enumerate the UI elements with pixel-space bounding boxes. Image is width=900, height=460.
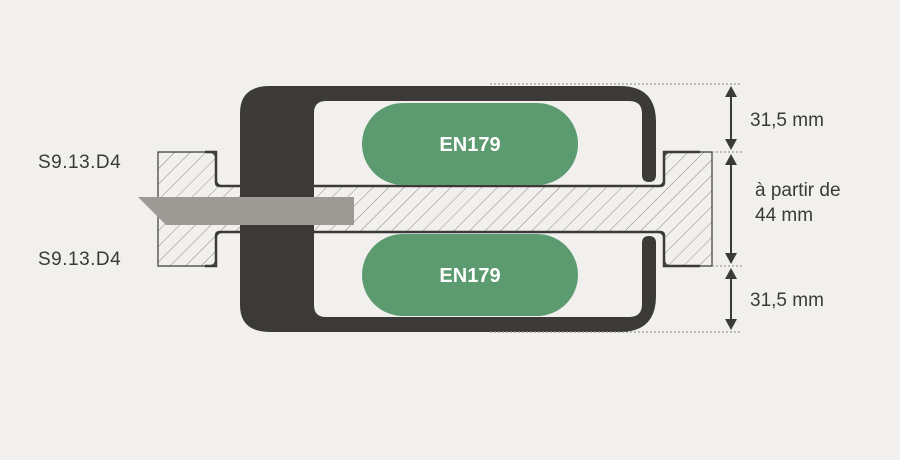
- profile-label-bottom: S9.13.D4: [38, 249, 121, 270]
- extension-lines: [490, 83, 742, 333]
- profile-label-top: S9.13.D4: [38, 152, 121, 173]
- dimension-top-label: 31,5 mm: [750, 110, 824, 131]
- gasket-bottom-label: EN179: [439, 265, 500, 287]
- clamp-frame: [240, 86, 656, 332]
- blade-insert: [138, 197, 354, 225]
- dimension-bottom-label: 31,5 mm: [750, 290, 824, 311]
- profile-outline-top: [205, 150, 700, 188]
- dimension-arrows: [725, 86, 737, 330]
- gasket-top-label: EN179: [439, 134, 500, 156]
- profile-outline-bottom: [205, 230, 700, 268]
- dimension-middle-label-line1: à partir de: [755, 180, 841, 201]
- gasket-bottom: [362, 234, 578, 316]
- dimension-middle-label-line2: 44 mm: [755, 205, 813, 226]
- gasket-top: [362, 103, 578, 185]
